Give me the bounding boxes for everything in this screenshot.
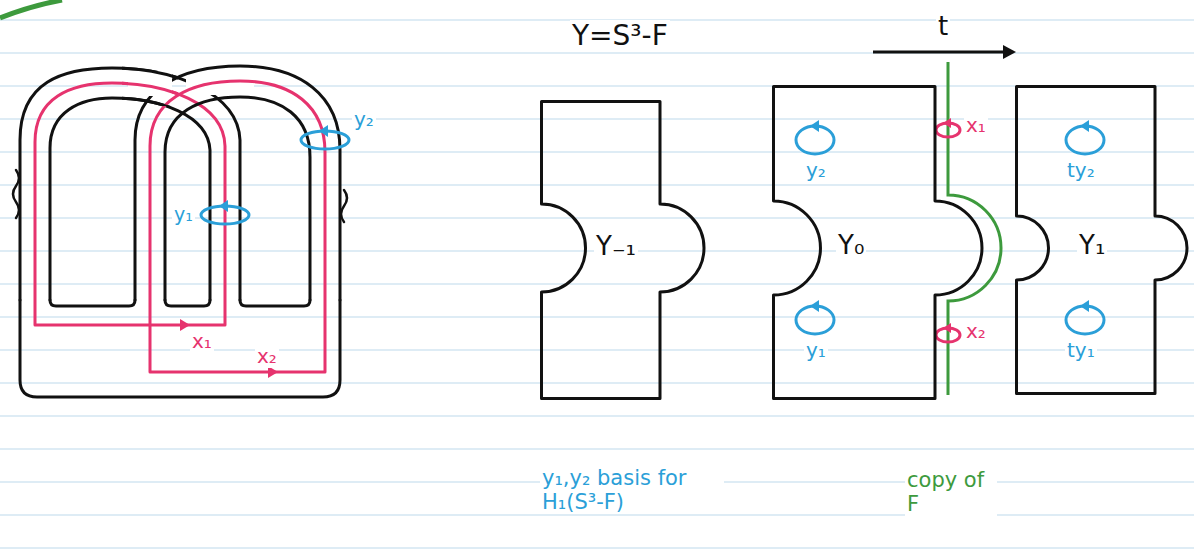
arrowhead	[1003, 45, 1016, 59]
label: y₂	[352, 108, 376, 131]
label: copy of F	[905, 468, 997, 516]
loop-label: ty₁	[1065, 339, 1097, 362]
arrowhead	[810, 120, 819, 132]
label: y₁	[172, 204, 195, 226]
arrowhead	[1080, 120, 1089, 132]
curve-x1	[122, 83, 178, 106]
loop-label: y₁	[804, 339, 828, 362]
over-strand	[122, 68, 178, 106]
ruled-line	[0, 382, 1194, 384]
ruled-line	[0, 283, 1194, 285]
ruled-line	[0, 349, 1194, 351]
ruled-line	[0, 118, 1194, 120]
band-edge	[165, 97, 310, 300]
band-edge	[50, 98, 210, 300]
band-edge	[20, 68, 240, 300]
loop	[1066, 300, 1104, 334]
space-piece: Y₋₁	[540, 100, 708, 400]
twist-mark	[13, 170, 19, 218]
arrowhead	[810, 300, 819, 312]
ruled-line	[0, 151, 1194, 153]
arrowhead	[180, 319, 190, 331]
curve-x1	[35, 83, 225, 325]
ruled-line	[0, 547, 1194, 549]
deck-arrow	[873, 51, 1008, 54]
label: x₁	[964, 114, 988, 137]
title: Y=S³-F	[570, 20, 670, 52]
piece-name: Y₁	[1077, 231, 1107, 261]
label: x₂	[964, 320, 988, 343]
loop-label: y₂	[804, 159, 828, 182]
disk-edge	[20, 300, 340, 397]
loop-circle	[796, 126, 834, 154]
ruled-line	[0, 415, 1194, 417]
ruled-line	[0, 85, 1194, 87]
label: x₁	[190, 330, 214, 353]
piece-border	[542, 102, 705, 399]
hole-edge	[50, 300, 135, 306]
ruled-line	[0, 514, 1194, 516]
label: t	[936, 12, 950, 42]
hole-edge	[240, 300, 310, 306]
loop-circle	[796, 306, 834, 334]
loop	[796, 300, 834, 334]
loop-circle	[1066, 126, 1104, 154]
loop-circle	[1066, 306, 1104, 334]
ruled-line	[0, 316, 1194, 318]
hole-edge	[165, 300, 210, 306]
label: y₁,y₂ basis for H₁(S³-F)	[540, 466, 724, 514]
curve-x2	[150, 81, 325, 372]
loop-label: ty₂	[1065, 159, 1097, 182]
piece-border	[774, 87, 982, 399]
ruled-line	[0, 184, 1194, 186]
seifert-surface	[13, 66, 349, 397]
piece-name: Y₀	[836, 231, 866, 261]
arrowhead	[1080, 300, 1089, 312]
loop	[796, 120, 834, 154]
arrowhead	[943, 118, 951, 128]
corner-mark	[0, 0, 62, 18]
space-piece: y₂ Y₀ y₁	[772, 85, 986, 400]
arrowhead	[943, 323, 951, 333]
label: x₂	[255, 345, 279, 368]
space-piece: ty₂ Y₁ ty₁	[1015, 85, 1191, 395]
arrowhead	[219, 200, 228, 212]
band-edge	[135, 66, 340, 300]
loop	[1066, 120, 1104, 154]
twist-mark	[341, 190, 347, 222]
piece-border	[1017, 87, 1188, 394]
loop-label: Y₋₁	[594, 232, 638, 262]
ruled-paper	[0, 20, 1194, 548]
arrowhead	[319, 125, 328, 137]
band-edge	[122, 98, 178, 106]
surface-copy	[948, 62, 1001, 395]
ruled-line	[0, 448, 1194, 450]
